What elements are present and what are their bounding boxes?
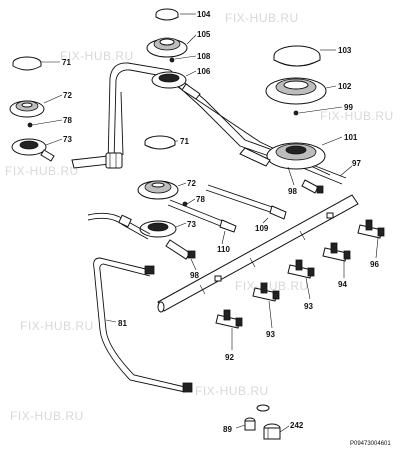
label-71: 71 bbox=[62, 58, 71, 67]
label-73: 73 bbox=[63, 135, 72, 144]
gas-tap bbox=[215, 309, 243, 329]
gas-manifold-rail bbox=[157, 194, 359, 313]
watermark: FIX-HUB.RU bbox=[320, 109, 394, 123]
label-105: 105 bbox=[197, 30, 211, 39]
gas-tap bbox=[357, 219, 385, 239]
gas-tap bbox=[252, 282, 280, 302]
label-94: 94 bbox=[338, 280, 347, 289]
drawing-code: P09473004601 bbox=[350, 441, 391, 447]
label-108: 108 bbox=[197, 52, 211, 61]
center-burner-assembly bbox=[137, 135, 188, 238]
part-labels: 104 105 108 106 103 102 99 101 71 72 78 … bbox=[62, 10, 391, 447]
label-73: 73 bbox=[187, 220, 196, 229]
gas-taps bbox=[215, 219, 385, 329]
watermarks: FIX-HUB.RU FIX-HUB.RU FIX-HUB.RU FIX-HUB… bbox=[5, 11, 394, 423]
label-93: 93 bbox=[266, 330, 275, 339]
label-106: 106 bbox=[197, 67, 211, 76]
gas-tap bbox=[287, 259, 315, 279]
label-96: 96 bbox=[370, 260, 379, 269]
label-242: 242 bbox=[290, 421, 304, 430]
union-fitting bbox=[71, 152, 123, 169]
label-98: 98 bbox=[288, 187, 297, 196]
label-102: 102 bbox=[338, 82, 352, 91]
fittings-89-242 bbox=[244, 404, 281, 440]
watermark: FIX-HUB.RU bbox=[195, 384, 269, 398]
top-center-burner-assembly bbox=[146, 8, 201, 100]
injector-98-right bbox=[301, 179, 324, 194]
label-97: 97 bbox=[352, 159, 361, 168]
gas-supply-pipe-81 bbox=[93, 257, 193, 393]
label-101: 101 bbox=[344, 133, 358, 142]
label-81: 81 bbox=[118, 319, 127, 328]
leader-lines bbox=[31, 13, 379, 433]
label-72: 72 bbox=[187, 179, 196, 188]
label-89: 89 bbox=[223, 425, 232, 434]
watermark: FIX-HUB.RU bbox=[60, 49, 134, 63]
watermark: FIX-HUB.RU bbox=[10, 409, 84, 423]
label-103: 103 bbox=[338, 46, 352, 55]
gas-tap bbox=[322, 242, 351, 262]
label-78: 78 bbox=[63, 116, 72, 125]
label-92: 92 bbox=[225, 353, 234, 362]
label-98: 98 bbox=[190, 271, 199, 280]
label-109: 109 bbox=[255, 224, 269, 233]
label-93: 93 bbox=[304, 302, 313, 311]
label-99: 99 bbox=[344, 103, 353, 112]
left-burner-assembly bbox=[9, 56, 55, 162]
injector-98-left bbox=[165, 239, 196, 260]
watermark: FIX-HUB.RU bbox=[20, 319, 94, 333]
label-71: 71 bbox=[180, 137, 189, 146]
label-104: 104 bbox=[197, 10, 211, 19]
watermark: FIX-HUB.RU bbox=[235, 279, 309, 293]
top-right-burner-assembly bbox=[265, 45, 327, 116]
gas-tubes-109-110 bbox=[87, 184, 287, 240]
label-110: 110 bbox=[217, 245, 230, 254]
label-72: 72 bbox=[63, 91, 72, 100]
watermark: FIX-HUB.RU bbox=[225, 11, 299, 25]
label-78: 78 bbox=[196, 195, 205, 204]
watermark: FIX-HUB.RU bbox=[5, 164, 79, 178]
burner-cup-101 bbox=[239, 142, 326, 170]
